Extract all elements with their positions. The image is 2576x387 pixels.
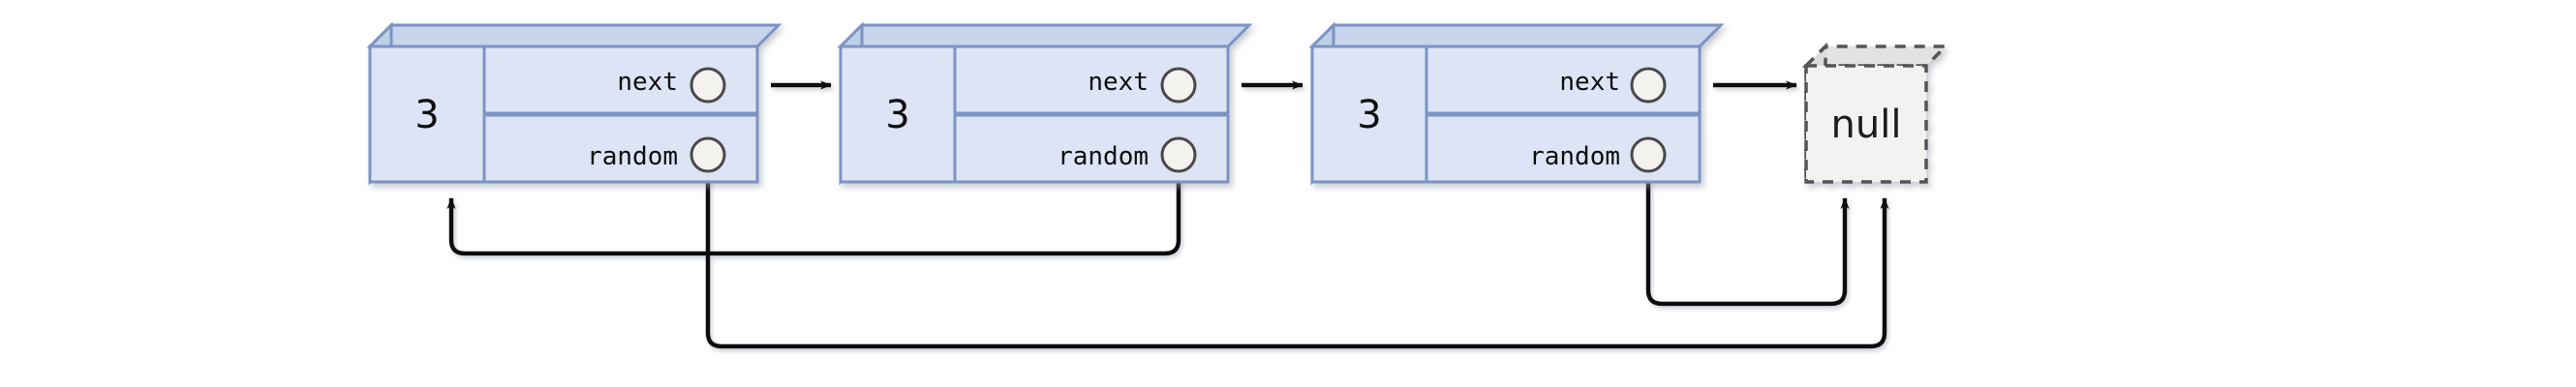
node-next-port[interactable] bbox=[690, 67, 726, 104]
null-terminal-node[interactable]: null bbox=[1801, 42, 1950, 187]
list-node-2[interactable]: 3 next random bbox=[837, 21, 1253, 186]
list-node-1[interactable]: 3 next random bbox=[366, 21, 782, 186]
node-random-port[interactable] bbox=[1630, 136, 1667, 173]
node-value: 3 bbox=[1357, 93, 1381, 137]
list-node-3[interactable]: 3 next random bbox=[1308, 21, 1725, 186]
node-random-port[interactable] bbox=[690, 136, 726, 173]
null-label: null bbox=[1831, 103, 1902, 147]
node-next-port[interactable] bbox=[1630, 67, 1667, 104]
node-value: 3 bbox=[414, 93, 439, 137]
edge-random-2-1 bbox=[446, 155, 1181, 256]
node-next-port[interactable] bbox=[1160, 67, 1197, 104]
null-front-face bbox=[1804, 64, 1928, 184]
node-top-face bbox=[837, 23, 1253, 48]
node-random-port[interactable] bbox=[1160, 136, 1197, 173]
node-random-label: random bbox=[1529, 142, 1620, 171]
edge-random-3-null bbox=[1645, 155, 1850, 307]
edge-layer bbox=[446, 80, 1889, 349]
edge-random-1-null bbox=[705, 155, 1889, 349]
node-next-label: next bbox=[1559, 68, 1620, 97]
node-top-face bbox=[366, 23, 782, 48]
node-value: 3 bbox=[885, 93, 909, 137]
node-top-face bbox=[1308, 23, 1725, 48]
node-next-label: next bbox=[1088, 68, 1149, 97]
node-next-label: next bbox=[617, 68, 678, 97]
node-random-label: random bbox=[587, 142, 678, 171]
node-random-label: random bbox=[1058, 142, 1149, 171]
